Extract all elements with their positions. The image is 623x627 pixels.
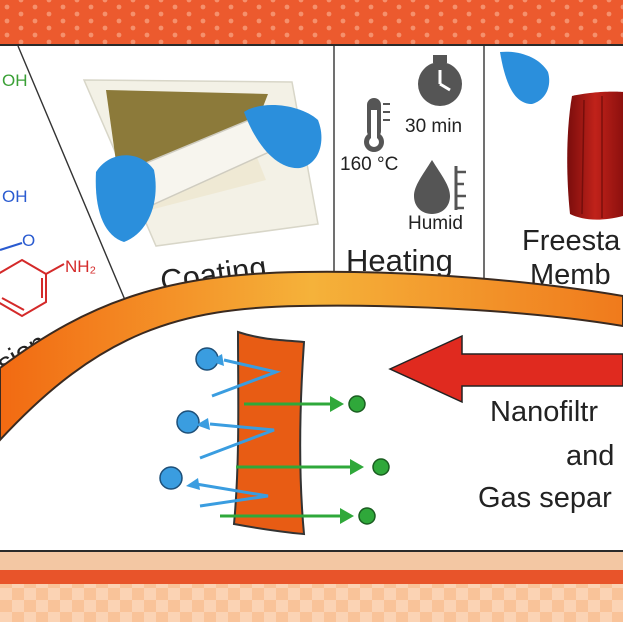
coated-film	[106, 90, 268, 176]
rejected-molecules	[159, 347, 282, 508]
glove-icon	[244, 105, 322, 169]
water-drop-icon	[414, 160, 466, 214]
benzene-ring	[0, 258, 65, 318]
amine-label: NH₂	[65, 257, 96, 276]
panel-divider	[17, 45, 126, 301]
separation-line3: Gas separ	[478, 482, 612, 514]
large-molecule	[176, 410, 200, 434]
stopwatch-icon	[418, 55, 462, 106]
small-molecule	[348, 395, 366, 413]
top-border	[0, 0, 623, 44]
bottom-stripe	[0, 552, 623, 570]
separation-line2: and	[566, 440, 614, 472]
carbonyl-o-label: O	[22, 231, 35, 250]
glove-icon	[500, 51, 550, 104]
bottom-border	[0, 584, 623, 622]
membrane-panel: Freesta Memb	[500, 51, 623, 291]
hydroxyl-label-mid: OH	[2, 187, 28, 206]
thermometer-icon	[364, 98, 390, 152]
small-molecule	[358, 507, 376, 525]
heating-time: 30 min	[405, 116, 462, 137]
freestanding-film	[567, 91, 623, 220]
coating-panel: Coating	[82, 79, 322, 299]
large-molecule	[159, 466, 183, 490]
small-molecule	[372, 458, 390, 476]
bottom-band	[0, 570, 623, 584]
glove-icon	[95, 155, 156, 242]
heating-temperature: 160 °C	[340, 154, 398, 175]
separation-line1: Nanofiltr	[490, 396, 598, 428]
membrane-label-line1: Freesta	[522, 225, 621, 257]
permeated-molecules	[220, 395, 390, 525]
process-arc	[0, 270, 623, 442]
direction-arrow	[388, 334, 623, 404]
heating-humidity: Humid	[408, 213, 463, 234]
hydroxyl-label-top: OH	[2, 71, 28, 90]
